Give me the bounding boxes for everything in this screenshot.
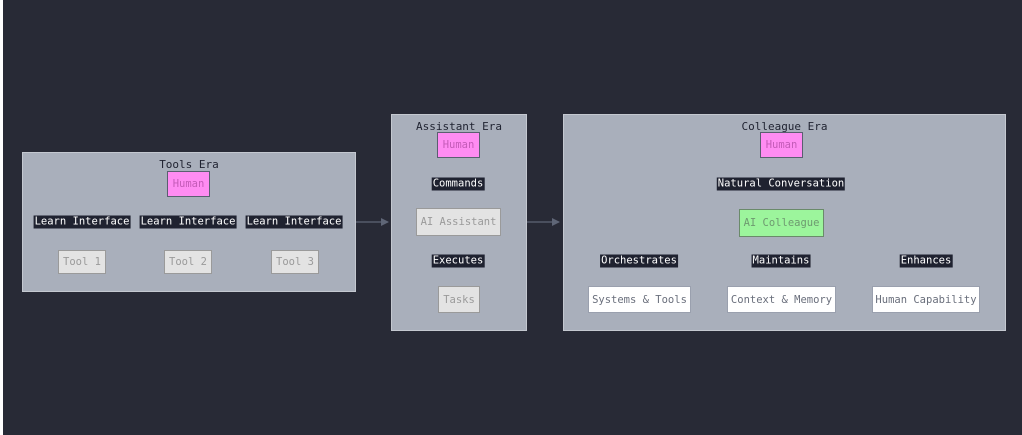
- edge-label-natural-conversation: Natural Conversation: [716, 177, 846, 191]
- colleague-human-node[interactable]: Human: [760, 132, 803, 158]
- edge-label-learn-interface-2: Learn Interface: [139, 215, 237, 229]
- cluster-title: Assistant Era: [415, 120, 503, 133]
- tool-3-node[interactable]: Tool 3: [271, 250, 319, 274]
- edge-label-orchestrates: Orchestrates: [600, 254, 678, 268]
- edge-label-learn-interface-3: Learn Interface: [245, 215, 343, 229]
- tool-2-node[interactable]: Tool 2: [164, 250, 212, 274]
- context-memory-node[interactable]: Context & Memory: [727, 286, 836, 313]
- diagram-canvas: Tools Era Human Tool 1 Tool 2 Tool 3 Lea…: [3, 0, 1022, 435]
- cluster-title: Tools Era: [159, 158, 219, 171]
- edge-label-executes: Executes: [431, 254, 485, 268]
- ai-assistant-node[interactable]: AI Assistant: [416, 208, 501, 236]
- human-capability-node[interactable]: Human Capability: [872, 286, 980, 313]
- edge-label-commands: Commands: [431, 177, 485, 191]
- edge-label-maintains: Maintains: [751, 254, 811, 268]
- edge-label-enhances: Enhances: [899, 254, 953, 268]
- tools-human-node[interactable]: Human: [167, 171, 210, 197]
- tasks-node[interactable]: Tasks: [438, 286, 480, 313]
- assistant-human-node[interactable]: Human: [437, 132, 480, 158]
- tool-1-node[interactable]: Tool 1: [58, 250, 106, 274]
- cluster-title: Colleague Era: [741, 120, 828, 133]
- ai-colleague-node[interactable]: AI Colleague: [739, 209, 824, 237]
- edge-label-learn-interface-1: Learn Interface: [33, 215, 131, 229]
- systems-tools-node[interactable]: Systems & Tools: [588, 286, 691, 313]
